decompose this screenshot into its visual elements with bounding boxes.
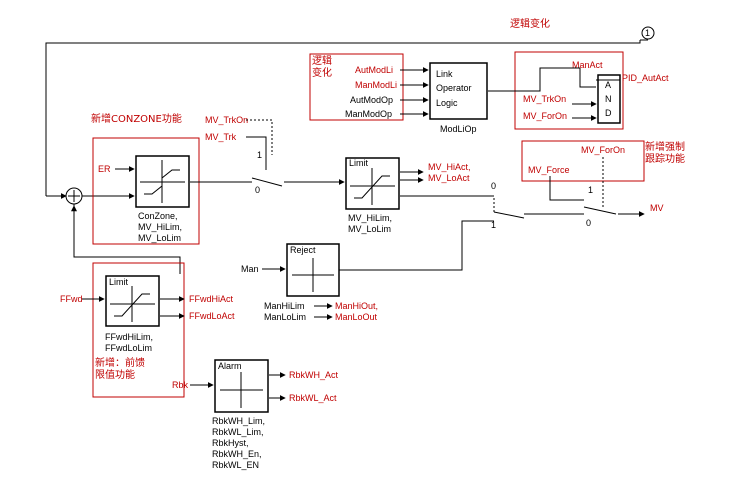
input-mv-trkon: MV_TrkOn	[205, 115, 248, 125]
alarm-param-2: RbkWL_Lim,	[212, 427, 264, 437]
output-mv-hiact: MV_HiAct,	[428, 162, 471, 172]
conzone-param-2: MV_HiLim,	[138, 222, 182, 232]
alarm-block	[214, 359, 269, 413]
reject-title: Reject	[290, 245, 316, 255]
conzone-annotation-box	[92, 137, 200, 245]
note-logic-change-2: 变化	[312, 66, 332, 79]
output-pid-autact: PID_AutAct	[622, 73, 669, 83]
reject-param-1: ManHiLim	[264, 301, 305, 311]
input-mv-foron: MV_ForOn	[523, 111, 567, 121]
input-mv-trkon-2: MV_TrkOn	[523, 94, 566, 104]
input-manact: ManAct	[572, 60, 603, 70]
output-manloout: ManLoOut	[335, 312, 378, 322]
input-er: ER	[98, 164, 111, 174]
note-logic-change-top: 逻辑变化	[510, 17, 550, 30]
limit-mv-param-2: MV_LoLim	[348, 224, 391, 234]
modliop-operator: Operator	[436, 83, 472, 93]
force-annotation-box	[521, 140, 645, 182]
input-mv-trk: MV_Trk	[205, 132, 237, 142]
switch-trk-1-label: 1	[257, 150, 262, 160]
switch-sel-1-label: 1	[491, 220, 496, 230]
alarm-title: Alarm	[218, 361, 242, 371]
input-autmodli: AutModLi	[355, 65, 393, 75]
alarm-param-3: RbkHyst,	[212, 438, 249, 448]
note-force-track-2: 跟踪功能	[645, 152, 685, 165]
switch-trk-0-label: 0	[255, 185, 260, 195]
modliop-name: ModLiOp	[440, 124, 477, 134]
limit-mv-block	[345, 157, 400, 210]
and-gate-n: N	[605, 94, 612, 104]
reject-param-2: ManLoLim	[264, 312, 306, 322]
output-manhiout: ManHiOut,	[335, 301, 378, 311]
note-force-track-1: 新增强制	[645, 140, 685, 153]
feedback-loop	[45, 39, 648, 196]
force-switch-contact	[583, 206, 617, 215]
track-switch-contact	[251, 177, 283, 187]
limit-ff-block	[105, 275, 160, 327]
alarm-param-4: RbkWH_En,	[212, 449, 262, 459]
logic-change-annotation-box	[309, 53, 404, 121]
conzone-block	[135, 155, 190, 208]
output-mv: MV	[650, 203, 664, 213]
modliop-logic: Logic	[436, 98, 458, 108]
output-rbkwl-act: RbkWL_Act	[289, 393, 337, 403]
and-gate	[597, 74, 621, 124]
output-ffwdhiact: FFwdHiAct	[189, 294, 234, 304]
modliop-block	[429, 62, 488, 120]
note-ff-limit-2: 限值功能	[95, 368, 135, 381]
input-man: Man	[241, 264, 259, 274]
modliop-link: Link	[436, 69, 453, 79]
limit-ff-param-1: FFwdHiLim,	[105, 332, 153, 342]
input-rbk: Rbk	[172, 380, 189, 390]
reference-circle-label: 1	[645, 28, 650, 38]
output-mv-loact: MV_LoAct	[428, 173, 470, 183]
limit-mv-title: Limit	[349, 158, 369, 168]
conzone-param-3: MV_LoLim	[138, 233, 181, 243]
note-conzone-feature: 新增CONZONE功能	[91, 112, 182, 125]
switch-force-1-label: 1	[588, 185, 593, 195]
alarm-param-1: RbkWH_Lim,	[212, 416, 265, 426]
limit-ff-param-2: FFwdLoLim	[105, 343, 152, 353]
input-mv-force: MV_Force	[528, 165, 570, 175]
switch-sel-0-label: 0	[491, 181, 496, 191]
output-rbkwh-act: RbkWH_Act	[289, 370, 339, 380]
alarm-param-5: RbkWL_EN	[212, 460, 259, 470]
note-ff-limit-1: 新增：前馈	[95, 356, 145, 369]
note-logic-change-1: 逻辑	[312, 54, 332, 67]
input-mv-foron-2: MV_ForOn	[581, 145, 625, 155]
and-gate-a: A	[605, 80, 611, 90]
ff-annotation-box	[92, 262, 185, 398]
selector-switch-contact	[493, 211, 525, 219]
reject-block	[286, 243, 340, 297]
limit-ff-title: Limit	[109, 277, 129, 287]
input-manmodop: ManModOp	[345, 109, 392, 119]
input-ffwd: FFwd	[60, 294, 83, 304]
input-manmodli: ManModLi	[355, 80, 397, 90]
and-gate-d: D	[605, 108, 612, 118]
conzone-param-1: ConZone,	[138, 211, 178, 221]
switch-force-0-label: 0	[586, 218, 591, 228]
output-ffwdloact: FFwdLoAct	[189, 311, 235, 321]
input-autmodop: AutModOp	[350, 95, 393, 105]
reference-circle	[641, 26, 655, 40]
limit-mv-param-1: MV_HiLim,	[348, 213, 392, 223]
